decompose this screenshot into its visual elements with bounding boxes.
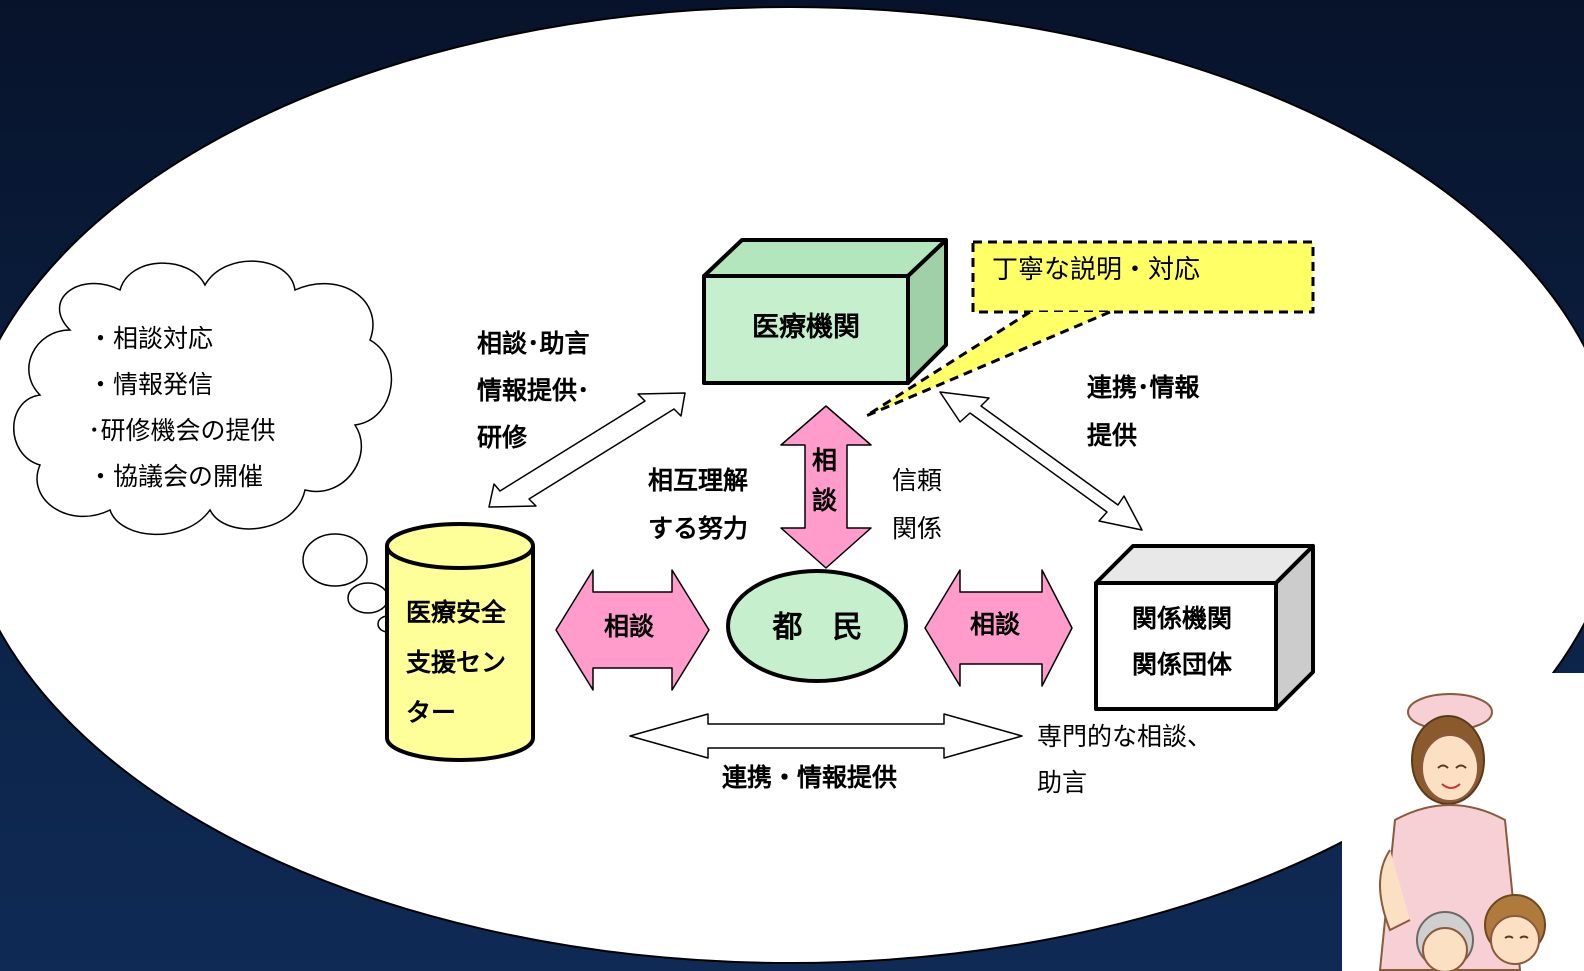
label-line: する努力 (648, 514, 749, 543)
citizens-label: 都 民 (772, 610, 863, 645)
label-line: 医療安全 (406, 598, 507, 627)
label-line: 関係 (892, 514, 943, 543)
arrow-vertical-consult (780, 405, 872, 569)
label-expert-consult: 専門的な相談、 助言 (1037, 714, 1212, 806)
label-line: 関係団体 (1132, 650, 1233, 679)
medical-institution-box (702, 238, 948, 385)
cloud-list: ・相談対応 ・情報発信 ･研修機会の提供 ・協議会の開催 (88, 316, 276, 500)
label-line: 提供 (1087, 421, 1138, 450)
label-line: 関係機関 (1132, 604, 1233, 633)
label-trust: 信頼 関係 (892, 457, 942, 553)
label-line: 相互理解 (648, 466, 749, 495)
label-consult-left: 相談 (604, 612, 655, 641)
label-line: 支援セン (406, 648, 507, 677)
label-line: 相 (812, 446, 838, 475)
label-line: 相談･助言 (477, 329, 590, 358)
nurse-illustration (1342, 673, 1584, 971)
arrow-cooperation-bottom (629, 713, 1023, 759)
label-line: 情報提供･ (477, 376, 590, 405)
label-cooperation-bottom: 連携・情報提供 (722, 763, 898, 792)
label-mutual-understanding: 相互理解 する努力 (648, 457, 748, 553)
medical-institution-label: 医療機関 (752, 312, 860, 343)
arrow-medical-orgs (939, 391, 1143, 531)
callout-text: 丁寧な説明・対応 (992, 255, 1201, 285)
label-line: 研修 (477, 423, 528, 452)
label-consult-advice: 相談･助言 情報提供･ 研修 (477, 320, 590, 461)
cloud-item: ･研修機会の提供 (88, 416, 276, 445)
label-vertical-consult: 相 談 (812, 441, 837, 521)
label-line: 助言 (1037, 768, 1088, 797)
label-line: 信頼 (892, 466, 943, 495)
label-line: ター (406, 698, 457, 727)
related-orgs-box (1094, 544, 1315, 711)
label-consult-right: 相談 (970, 610, 1021, 639)
callout-box (865, 240, 1315, 418)
support-center-label: 医療安全 支援セン ター (406, 588, 506, 738)
cloud-item: ・相談対応 (88, 324, 214, 353)
arrow-center-medical (488, 392, 686, 508)
arrow-consult-right (924, 569, 1073, 687)
related-orgs-label: 関係機関 関係団体 (1132, 596, 1232, 688)
label-line: 談 (812, 486, 838, 515)
cloud-item: ・協議会の開催 (88, 462, 264, 491)
label-line: 専門的な相談、 (1037, 722, 1213, 751)
label-line: 連携･情報 (1087, 373, 1200, 402)
label-cooperation-right: 連携･情報 提供 (1087, 364, 1200, 460)
citizens-ellipse (726, 569, 908, 683)
support-center-cylinder (385, 522, 535, 762)
cloud-item: ・情報発信 (88, 370, 214, 399)
arrow-consult-left (555, 569, 710, 691)
